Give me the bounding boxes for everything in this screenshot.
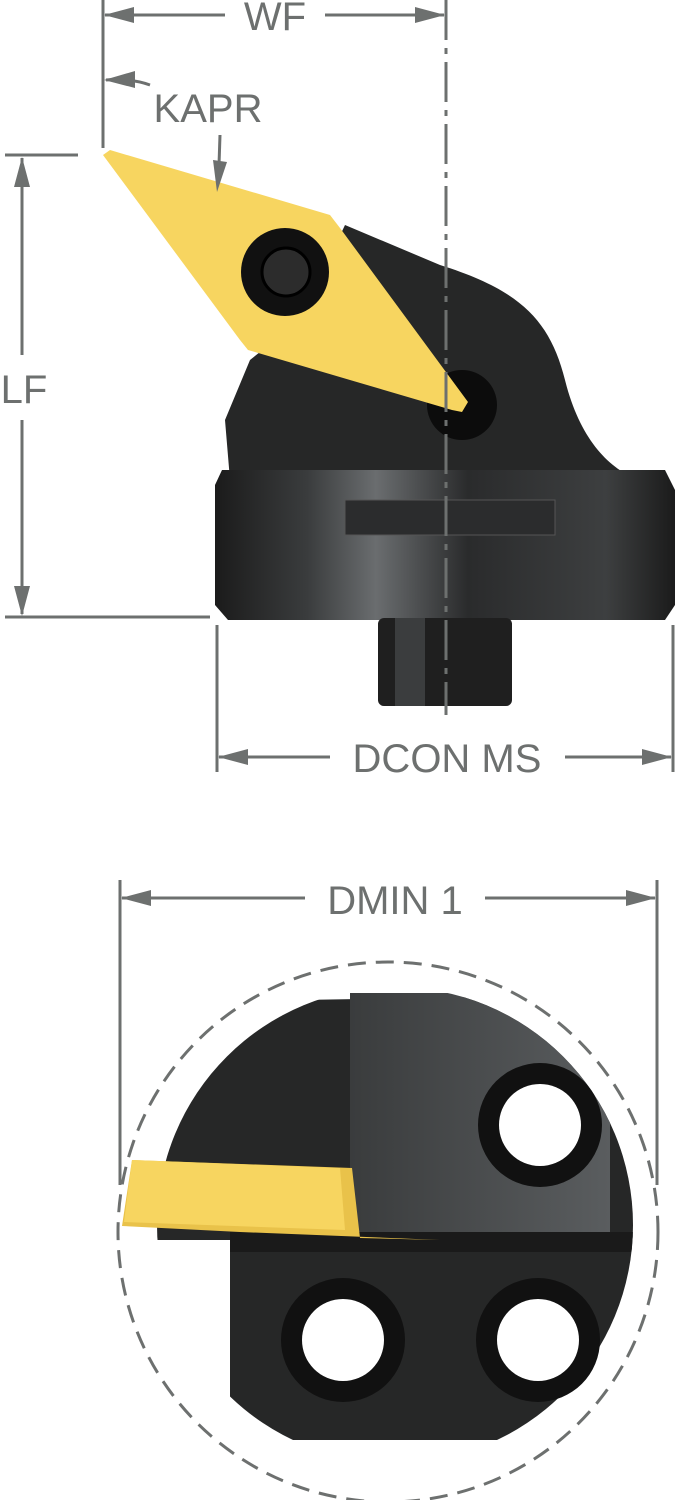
lf-label: LF — [1, 368, 48, 412]
arrow-up-icon — [14, 157, 30, 187]
kapr-label: KAPR — [154, 87, 263, 131]
head-step — [230, 1232, 633, 1252]
body-notch — [640, 1200, 658, 1255]
kapr-leader — [217, 134, 222, 166]
arrow-left-icon — [104, 71, 135, 88]
spindle-highlight — [395, 618, 425, 706]
dcon-ms-label: DCON MS — [353, 737, 542, 781]
torx-socket-icon — [260, 246, 312, 298]
base-slot — [344, 499, 556, 536]
bolt-hole — [497, 1299, 579, 1381]
arrow-down-icon — [14, 586, 30, 616]
wf-label: WF — [244, 0, 306, 39]
insert-top-face — [124, 1160, 345, 1230]
arrow-right-icon — [626, 890, 656, 906]
side-view: WF KAPR LF DCON MS — [1, 0, 675, 781]
min-diameter-circle — [116, 960, 660, 1500]
arrow-right-icon — [642, 749, 672, 765]
arrow-left-icon — [121, 890, 151, 906]
arrow-left-icon — [218, 749, 248, 765]
arrow-left-icon — [104, 7, 134, 23]
arrow-right-icon — [415, 7, 445, 23]
bolt-hole — [302, 1299, 384, 1381]
top-view: DMIN 1 — [116, 879, 660, 1500]
bolt-hole — [499, 1084, 581, 1166]
arrow-down-icon — [213, 160, 227, 192]
dmin-1-label: DMIN 1 — [327, 879, 463, 923]
